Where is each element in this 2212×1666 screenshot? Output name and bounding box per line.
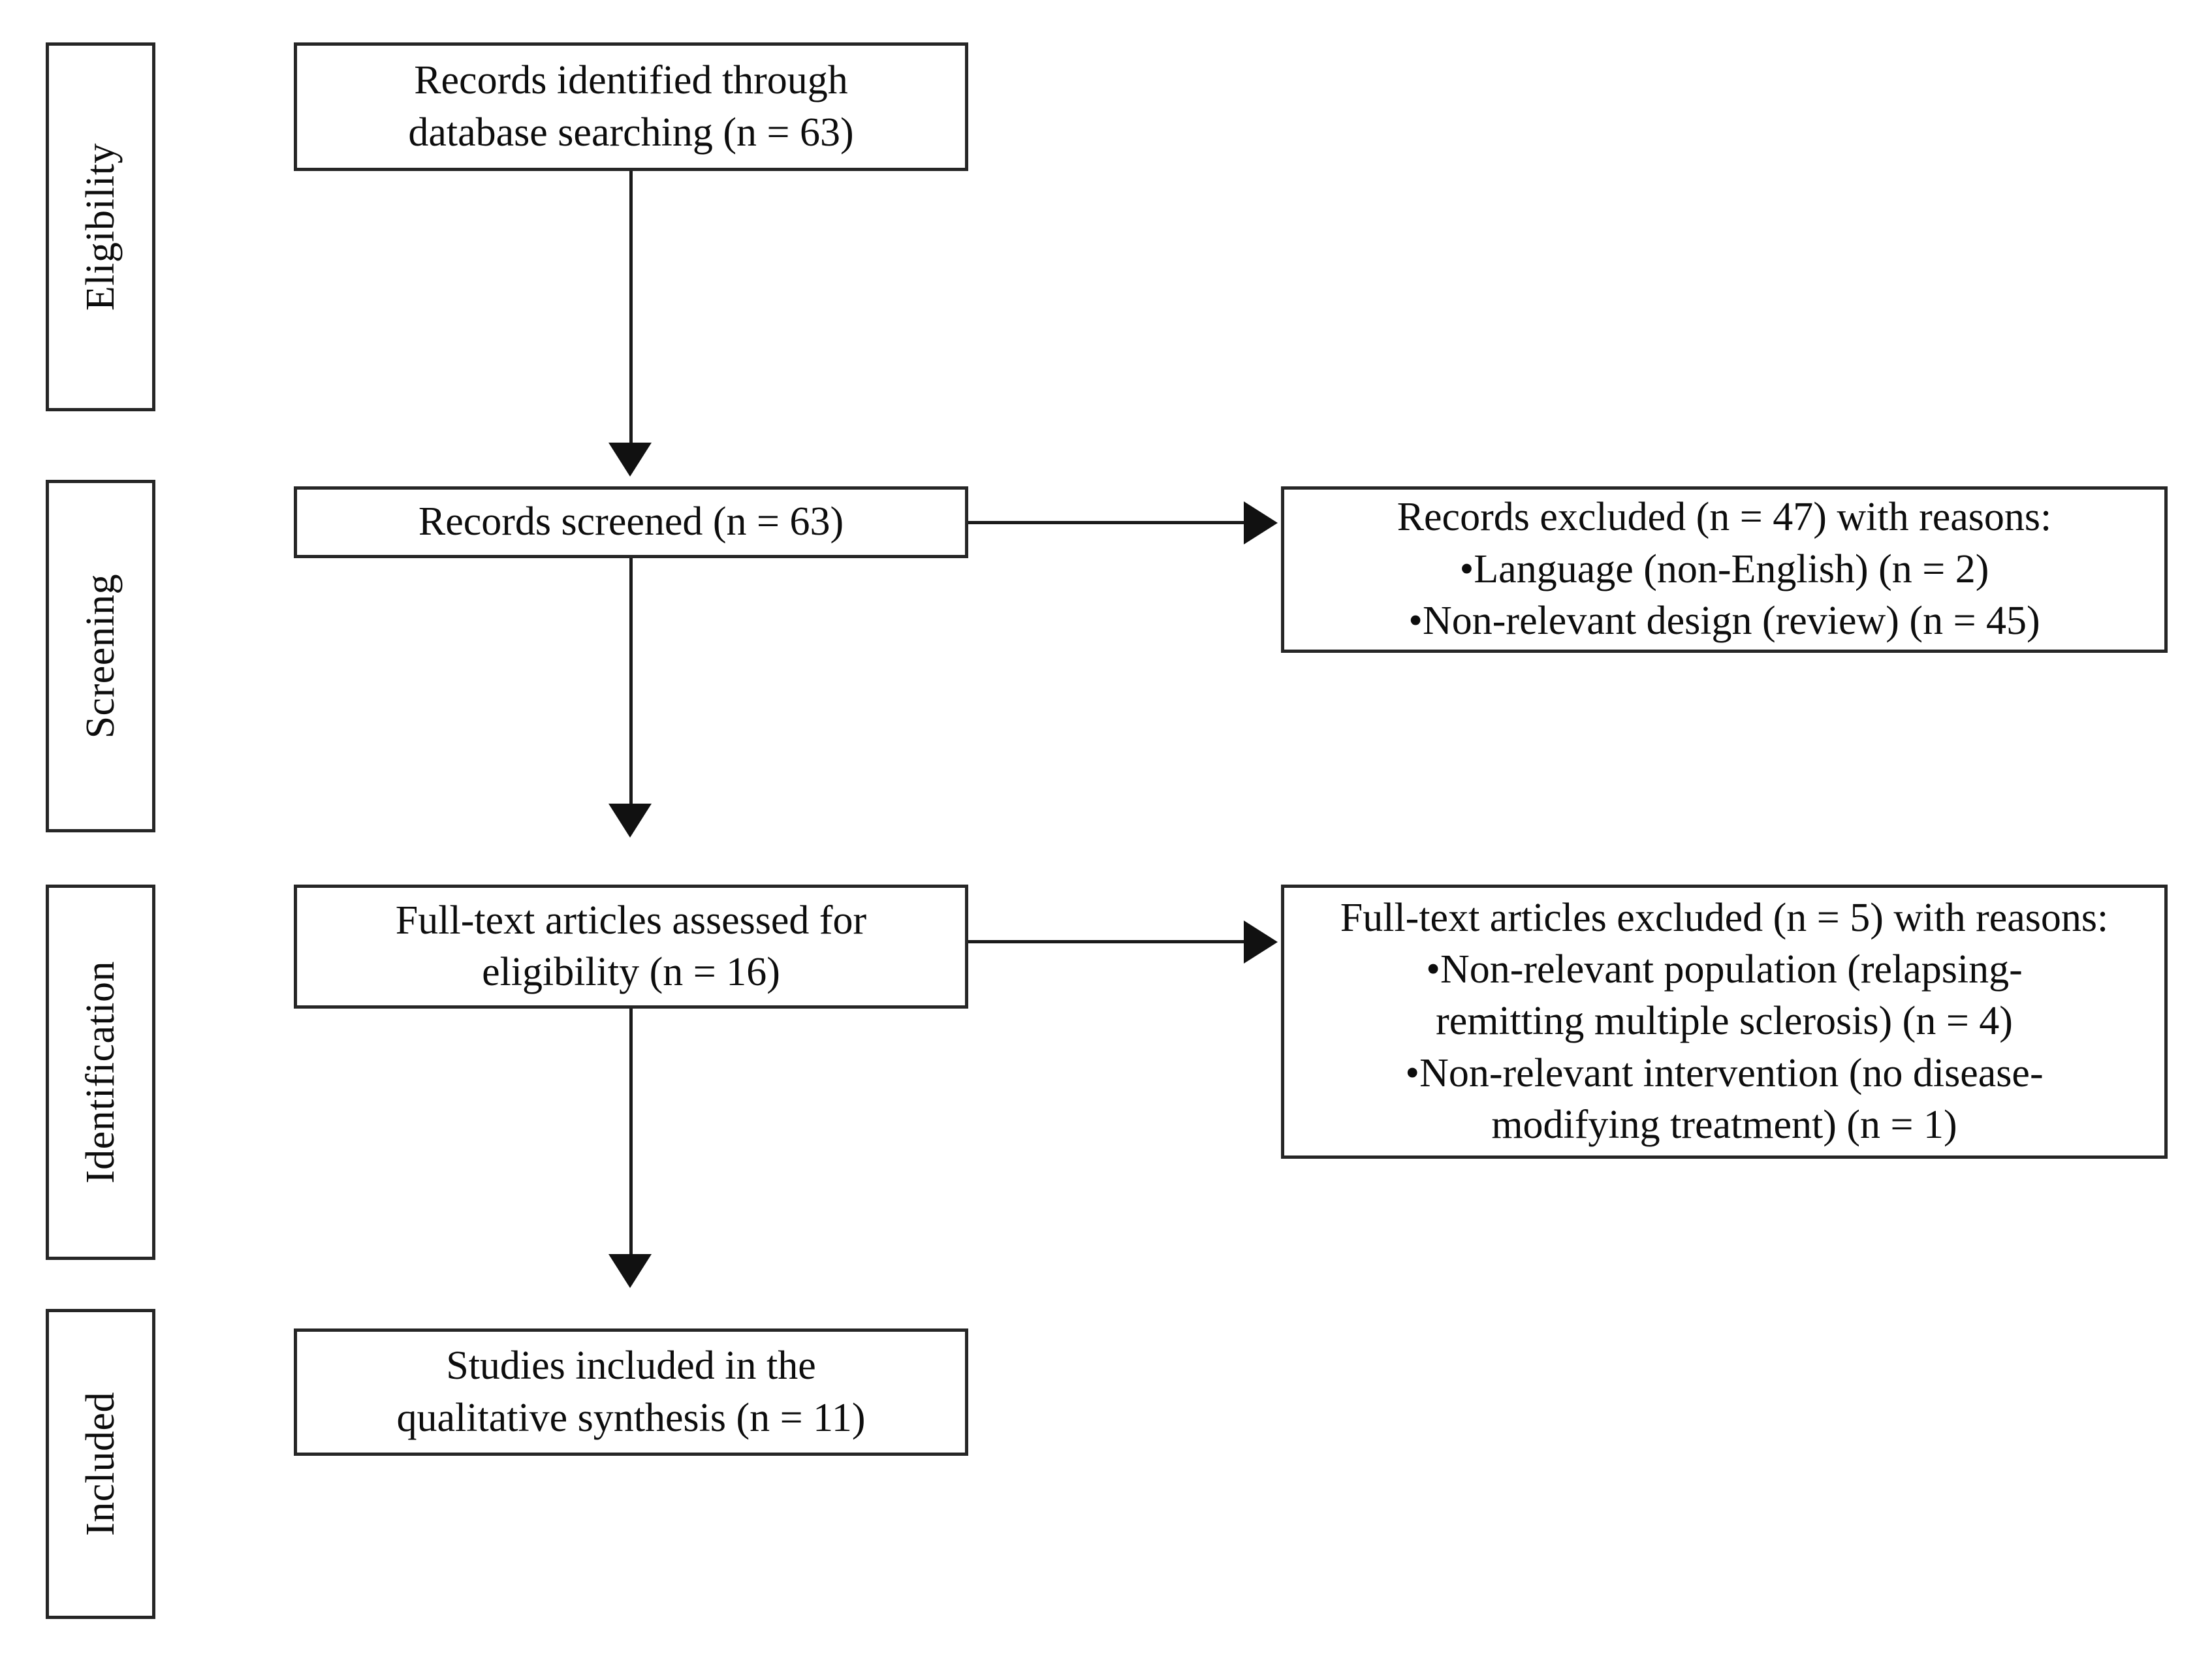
text-line: eligibility (n = 16) bbox=[482, 950, 780, 994]
stage-box-included: Included bbox=[46, 1309, 155, 1619]
flow-box-records-identified-text: Records identified through database sear… bbox=[391, 55, 870, 159]
exclusion-box-records-excluded-text: Records excluded (n = 47) with reasons: … bbox=[1380, 492, 2069, 647]
stage-label-identification: Identification bbox=[78, 961, 123, 1184]
exclusion-bullet: •Non-relevant intervention (no disease-m… bbox=[1340, 1048, 2109, 1152]
connector-line-screened-to-fulltext bbox=[629, 558, 633, 806]
bullet-glyph: • bbox=[1408, 599, 1423, 644]
exclusion-box-fulltext-excluded: Full-text articles excluded (n = 5) with… bbox=[1281, 885, 2168, 1159]
arrow-head-right-to-records-excluded bbox=[1244, 501, 1278, 544]
exclusion-heading: Full-text articles excluded (n = 5) with… bbox=[1340, 895, 2109, 940]
flow-box-records-screened-text: Records screened (n = 63) bbox=[402, 496, 861, 548]
stage-box-screening: Screening bbox=[46, 480, 155, 832]
stage-box-eligibility: Eligibility bbox=[46, 42, 155, 411]
exclusion-bullet: •Language (non-English) (n = 2) bbox=[1397, 544, 2052, 595]
bullet-text: Non-relevant population (relapsing-remit… bbox=[1436, 947, 2023, 1044]
text-line: database searching (n = 63) bbox=[408, 110, 854, 155]
text-line: Records screened (n = 63) bbox=[418, 499, 844, 544]
connector-line-fulltext-to-included bbox=[629, 1009, 633, 1257]
text-line: Studies included in the bbox=[446, 1344, 816, 1389]
arrow-head-down-to-fulltext bbox=[608, 804, 652, 838]
bullet-text: Non-relevant intervention (no disease-mo… bbox=[1419, 1050, 2044, 1148]
flow-box-studies-included: Studies included in the qualitative synt… bbox=[294, 1328, 968, 1456]
stage-box-identification: Identification bbox=[46, 885, 155, 1260]
text-line: Full-text articles assessed for bbox=[395, 898, 867, 943]
flow-box-fulltext-assessed-text: Full-text articles assessed for eligibil… bbox=[379, 895, 883, 999]
flow-box-records-identified: Records identified through database sear… bbox=[294, 42, 968, 171]
connector-line-fulltext-to-excluded bbox=[968, 940, 1249, 943]
exclusion-heading: Records excluded (n = 47) with reasons: bbox=[1397, 495, 2052, 540]
connector-line-screened-to-excluded bbox=[968, 521, 1249, 524]
bullet-glyph: • bbox=[1426, 947, 1440, 992]
stage-label-eligibility: Eligibility bbox=[78, 143, 123, 311]
arrow-head-down-to-included bbox=[608, 1254, 652, 1288]
stage-label-screening: Screening bbox=[78, 573, 123, 739]
exclusion-box-records-excluded: Records excluded (n = 47) with reasons: … bbox=[1281, 486, 2168, 653]
bullet-glyph: • bbox=[1459, 546, 1474, 591]
stage-label-included: Included bbox=[78, 1392, 123, 1536]
exclusion-bullet: •Non-relevant population (relapsing-remi… bbox=[1340, 944, 2109, 1048]
exclusion-bullet: •Non-relevant design (review) (n = 45) bbox=[1397, 595, 2052, 647]
connector-line-identified-to-screened bbox=[629, 171, 633, 445]
bullet-glyph: • bbox=[1405, 1050, 1420, 1095]
bullet-text: Non-relevant design (review) (n = 45) bbox=[1423, 599, 2040, 644]
arrow-head-right-to-fulltext-excluded bbox=[1244, 920, 1278, 964]
flow-box-fulltext-assessed: Full-text articles assessed for eligibil… bbox=[294, 885, 968, 1009]
flow-box-studies-included-text: Studies included in the qualitative synt… bbox=[380, 1340, 883, 1444]
flow-box-records-screened: Records screened (n = 63) bbox=[294, 486, 968, 558]
bullet-text: Language (non-English) (n = 2) bbox=[1474, 546, 1989, 591]
arrow-head-down-to-screened bbox=[608, 443, 652, 477]
text-line: qualitative synthesis (n = 11) bbox=[396, 1395, 866, 1440]
text-line: Records identified through bbox=[414, 58, 848, 103]
exclusion-box-fulltext-excluded-text: Full-text articles excluded (n = 5) with… bbox=[1323, 892, 2126, 1152]
